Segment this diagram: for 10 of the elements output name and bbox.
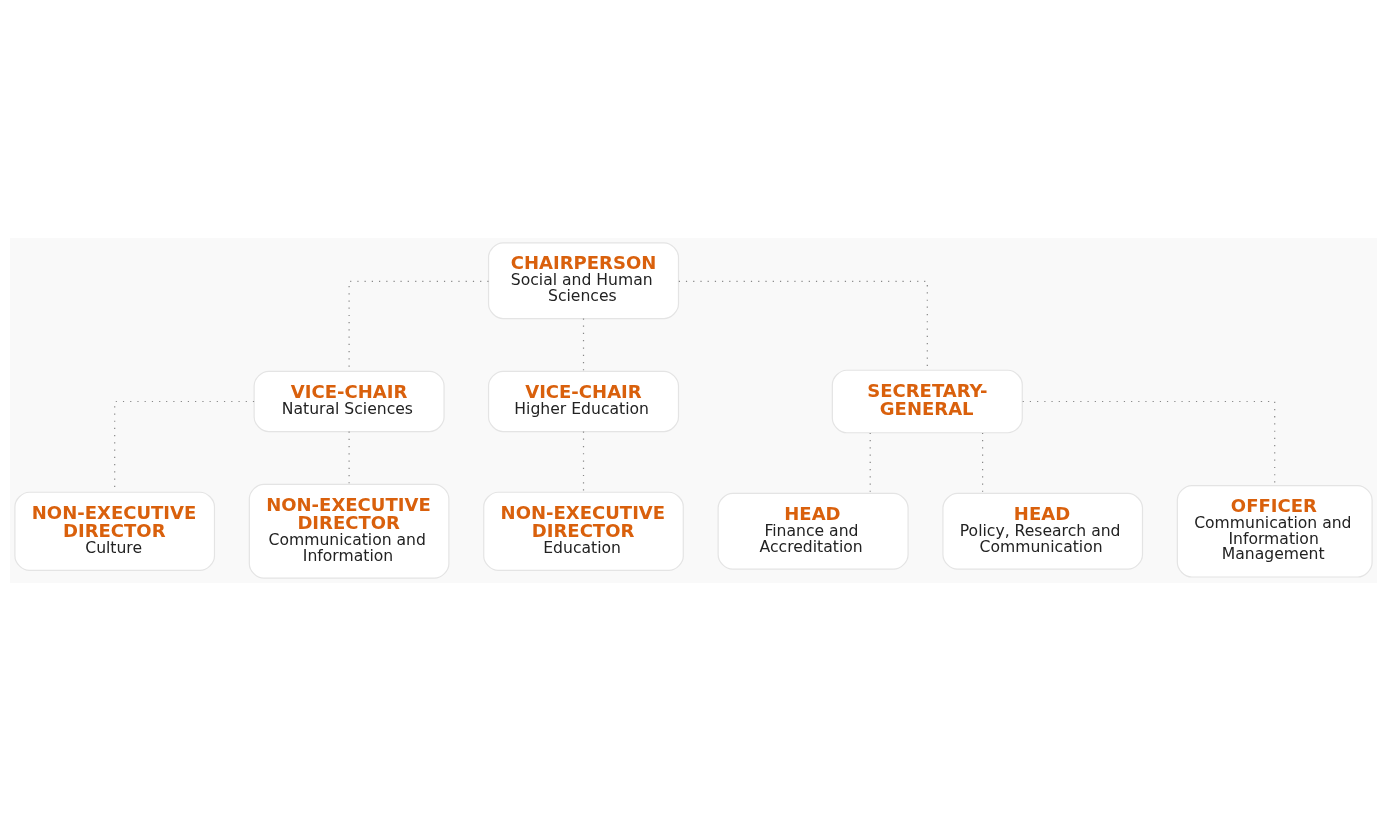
node-box: HEAD Policy, Research and Communication [941,492,1143,570]
node-box: OFFICER Communication and Information Management [1176,485,1373,578]
node-box: HEAD Finance and Accreditation [717,492,909,570]
node-box: VICE-CHAIR Natural Sciences [253,370,445,433]
node-box: NON-EXECUTIVE DIRECTOR Communication and Information [248,483,449,579]
node-box: CHAIRPERSON Social and Human Sciences [487,242,679,320]
node-box: NON-EXECUTIVE DIRECTOR Culture [13,491,215,571]
node-box: VICE-CHAIR Higher Education [487,370,679,433]
node-box: NON-EXECUTIVE DIRECTOR Education [482,491,684,571]
node-box: SECRETARY-GENERAL [831,369,1023,434]
